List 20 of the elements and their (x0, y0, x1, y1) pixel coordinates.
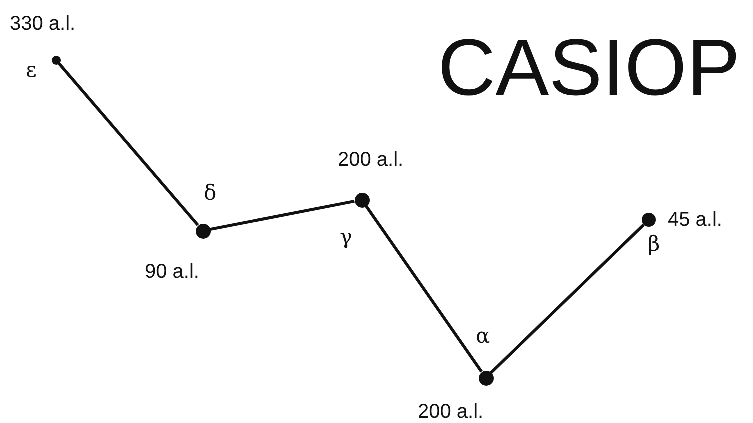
distance-label: 90 a.l. (145, 262, 200, 282)
connector-line (210, 200, 355, 232)
star-dot (196, 224, 210, 238)
distance-label: 330 a.l. (10, 14, 76, 34)
title: CASIOP (438, 28, 740, 108)
connector-line (58, 62, 200, 226)
star-dot (52, 56, 60, 64)
distance-label: 45 a.l. (668, 210, 722, 230)
star-letter: δ (204, 183, 217, 204)
connector-line (490, 224, 646, 374)
star-letter: γ (340, 227, 353, 248)
star-letter: α (476, 326, 490, 347)
star-dot (642, 213, 656, 227)
star-letter: β (648, 234, 660, 255)
distance-label: 200 a.l. (338, 150, 404, 170)
connector-line (365, 205, 483, 373)
star-letter: ε (26, 60, 37, 81)
star-dot (354, 192, 370, 208)
star-dot (478, 370, 494, 386)
distance-label: 200 a.l. (418, 402, 484, 422)
